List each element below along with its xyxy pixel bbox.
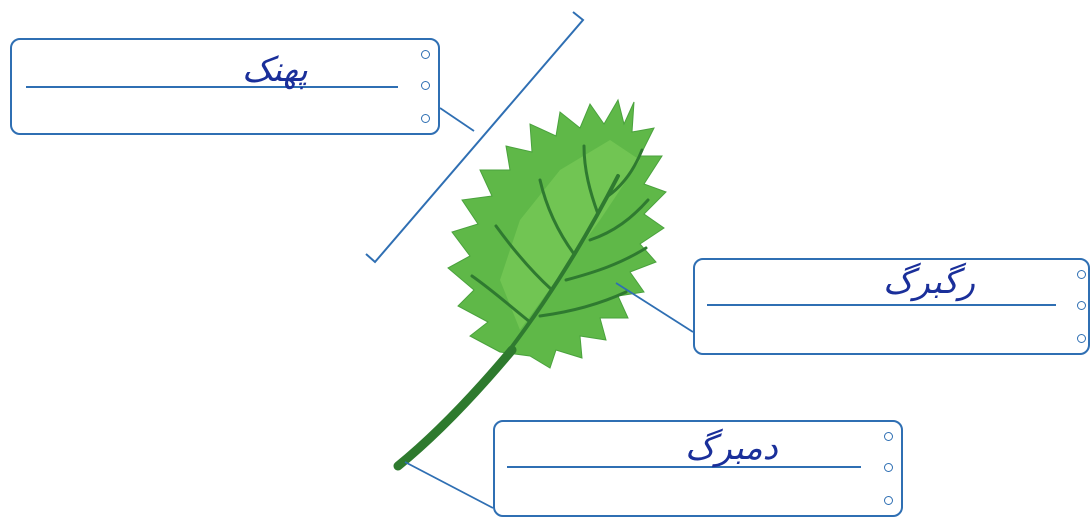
binder-hole — [884, 463, 893, 472]
label-veins: رگبرگ — [883, 262, 975, 302]
label-petiole: دمبرگ — [685, 428, 778, 468]
binder-hole — [421, 81, 430, 90]
leaf-illustration — [398, 100, 666, 466]
label-blade: پهنک — [242, 50, 308, 90]
label-box-veins: رگبرگ — [693, 258, 1090, 355]
petiole-connector — [405, 462, 493, 508]
label-box-blade: پهنک — [10, 38, 440, 135]
binder-hole — [421, 114, 430, 123]
binder-hole — [884, 496, 893, 505]
label-box-petiole: دمبرگ — [493, 420, 903, 517]
writing-line — [707, 304, 1056, 306]
binder-hole — [421, 50, 430, 59]
writing-line — [507, 466, 861, 468]
veins-connector — [616, 283, 693, 332]
binder-hole — [1077, 270, 1086, 279]
binder-hole — [884, 432, 893, 441]
writing-line — [26, 86, 398, 88]
binder-hole — [1077, 334, 1086, 343]
binder-hole — [1077, 301, 1086, 310]
blade-connector — [440, 108, 474, 131]
